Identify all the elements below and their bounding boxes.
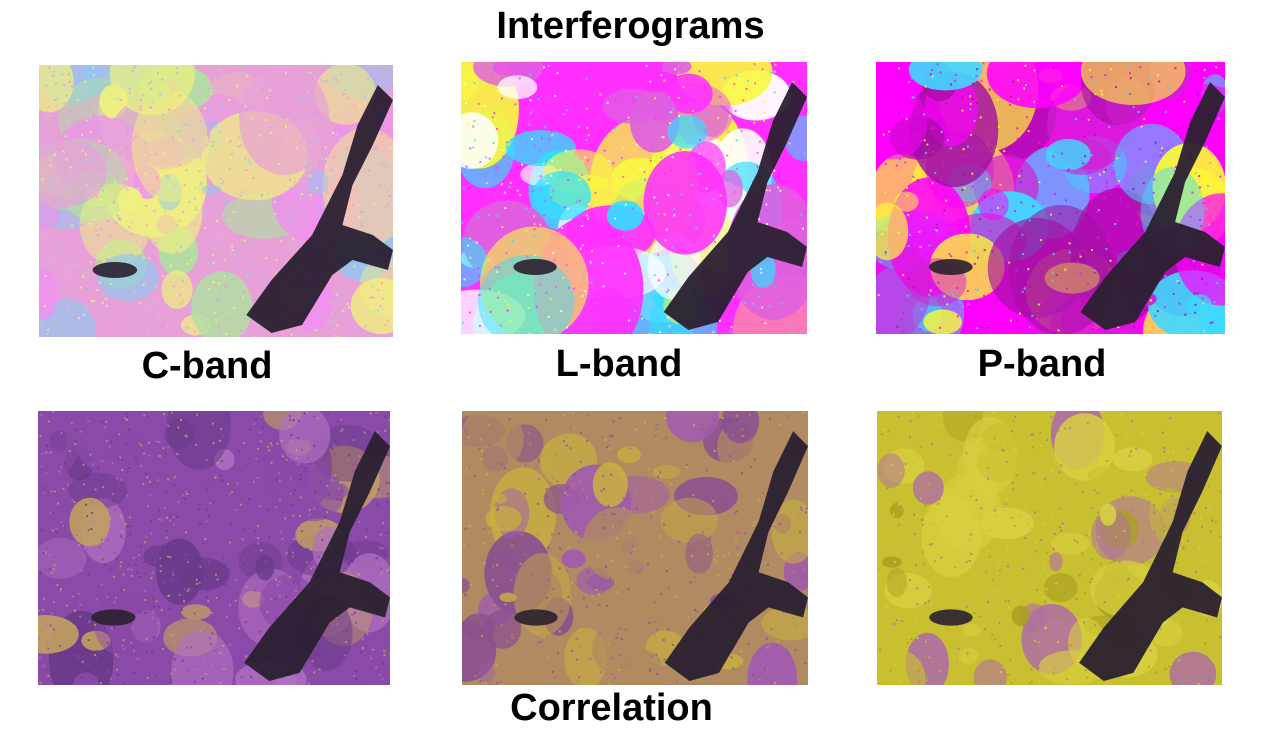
l-band-label: L-band (555, 343, 683, 385)
c-band-correlation-image (38, 411, 390, 685)
panel-svg-5 (877, 411, 1222, 685)
l-band-interferogram-image (461, 62, 807, 334)
p-band-interferogram-image (876, 62, 1225, 334)
c-band-label: C-band (141, 345, 273, 387)
p-band-correlation-image (877, 411, 1222, 685)
panel-svg-3 (38, 411, 390, 685)
figure-title: Interferograms (496, 5, 765, 47)
c-band-interferogram-image (39, 65, 393, 337)
correlation-title: Correlation (510, 687, 713, 729)
panel-svg-1 (461, 62, 807, 334)
panel-svg-4 (462, 411, 808, 685)
panel-svg-0 (39, 65, 393, 337)
panel-svg-2 (876, 62, 1225, 334)
l-band-correlation-image (462, 411, 808, 685)
p-band-label: P-band (977, 343, 1107, 385)
